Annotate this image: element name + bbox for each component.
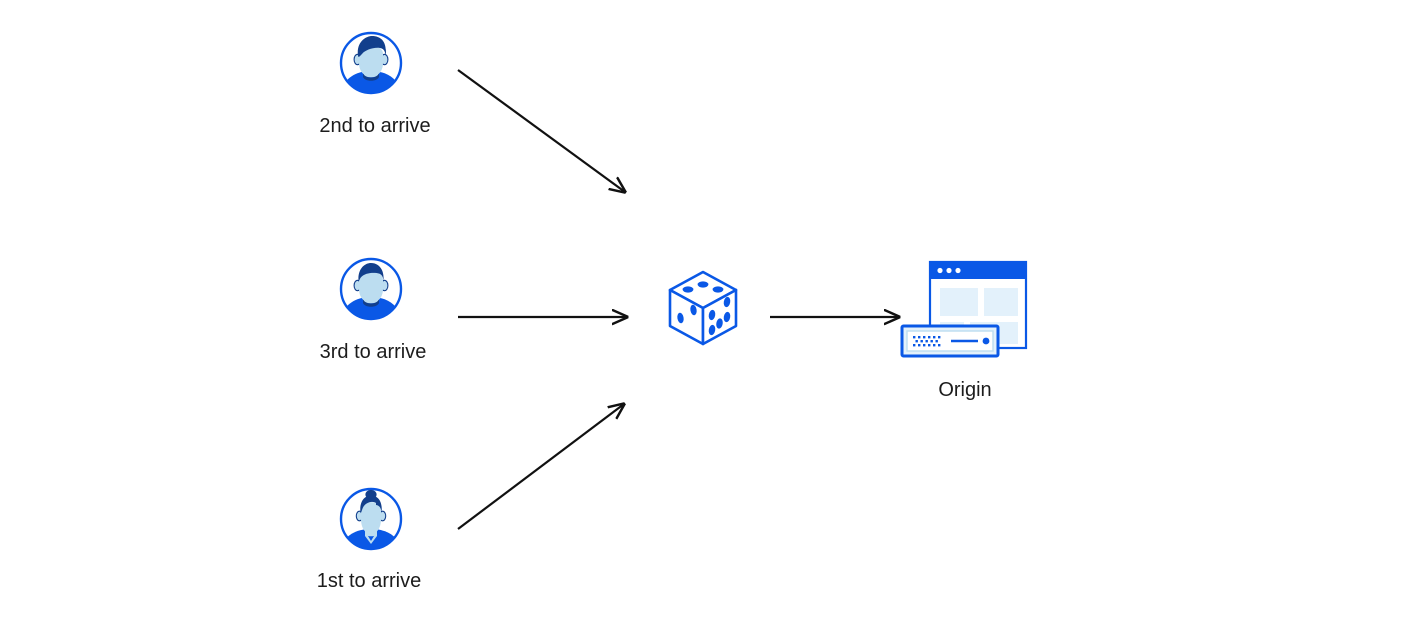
node-origin: Origin: [896, 256, 1036, 401]
edge-client1-dice: [457, 404, 624, 530]
node-label-client-3: 3rd to arrive: [319, 341, 427, 363]
node-label-client-1: 1st to arrive: [316, 570, 422, 592]
node-label-client-2: 2nd to arrive: [319, 115, 431, 137]
node-label-origin: Origin: [938, 379, 992, 401]
user-avatar-female-icon: [338, 486, 404, 552]
origin-server-icon: [896, 256, 1036, 364]
node-randomizer: [664, 268, 742, 348]
network-appliance-icon: [900, 324, 1000, 358]
user-avatar-icon: [338, 30, 404, 96]
user-avatar-icon: [338, 256, 404, 322]
dice-icon: [664, 268, 742, 348]
